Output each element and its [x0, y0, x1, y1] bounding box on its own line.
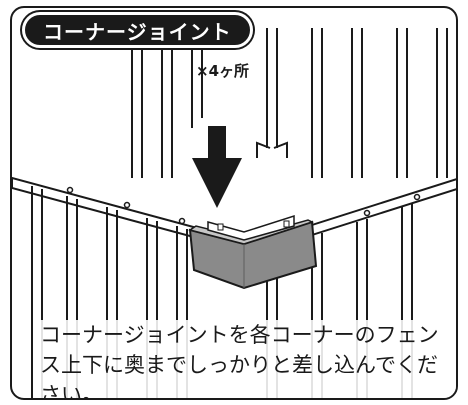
down-arrow-icon — [192, 126, 242, 208]
corner-joint — [188, 214, 318, 290]
caption-line: さい。 — [40, 383, 103, 400]
fence-corner-illustration — [12, 28, 456, 398]
part-name-badge: コーナージョイント — [22, 12, 253, 48]
quantity-label: ×4ヶ所 — [196, 62, 250, 80]
caption-line: コーナージョイントを各コーナーのフェン — [40, 323, 439, 347]
illustration-frame: コーナージョイントを各コーナーのフェン ス上下に奥までしっかりと差し込んでくだ … — [10, 6, 458, 400]
back-fence-bars — [131, 28, 448, 178]
instruction-caption: コーナージョイントを各コーナーのフェン ス上下に奥までしっかりと差し込んでくだ … — [40, 320, 456, 400]
rail-rivets — [66, 186, 421, 225]
caption-line: ス上下に奥までしっかりと差し込んでくだ — [40, 353, 438, 377]
